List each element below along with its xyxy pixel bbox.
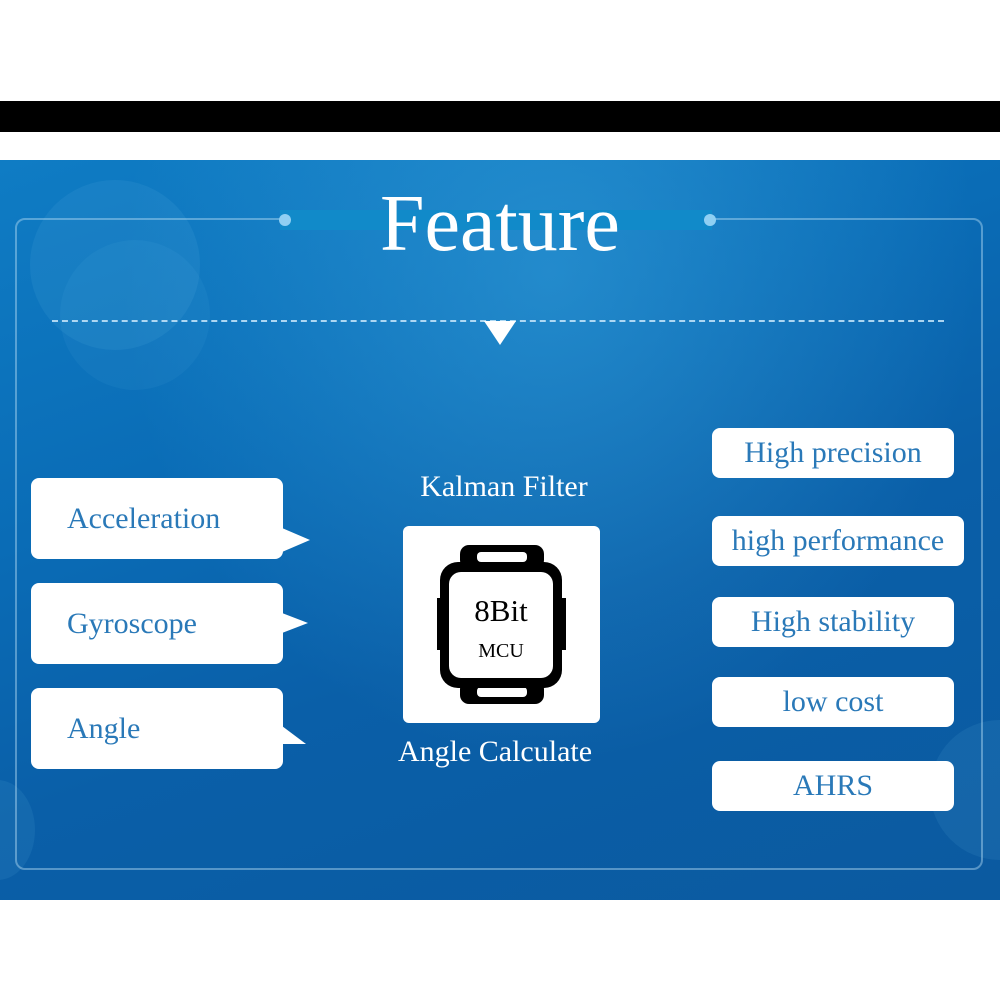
input-box-acceleration: Acceleration [31, 478, 283, 559]
chip-main-text: 8Bit [474, 593, 528, 628]
input-label: Acceleration [67, 502, 221, 535]
bg-bubble-2 [60, 240, 210, 390]
feature-ahrs: AHRS [712, 761, 954, 811]
input-box-gyroscope: Gyroscope [31, 583, 283, 664]
input-label: Angle [67, 712, 141, 745]
top-black-bar [0, 101, 1000, 132]
title-dot-left [279, 214, 291, 226]
title-dot-right [704, 214, 716, 226]
input-box-angle: Angle [31, 688, 283, 769]
kalman-filter-label: Kalman Filter [420, 470, 588, 503]
feature-low-cost: low cost [712, 677, 954, 727]
speech-tail-icon [282, 726, 306, 744]
feature-high-performance: high performance [712, 516, 964, 566]
feature-high-stability: High stability [712, 597, 954, 647]
down-triangle-icon [484, 321, 516, 345]
angle-calculate-label: Angle Calculate [397, 735, 593, 768]
page-title: Feature [380, 180, 620, 268]
speech-tail-icon [282, 528, 310, 552]
speech-tail-icon [282, 613, 308, 633]
frame-gap [280, 210, 712, 230]
chip-sub-text: MCU [478, 640, 524, 662]
smartwatch-chip-icon: 8Bit MCU [437, 545, 566, 704]
feature-high-precision: High precision [712, 428, 954, 478]
mcu-card: 8Bit MCU [403, 526, 600, 723]
input-label: Gyroscope [67, 607, 197, 640]
feature-panel: Feature Acceleration Gyroscope Angle Kal… [0, 160, 1000, 900]
